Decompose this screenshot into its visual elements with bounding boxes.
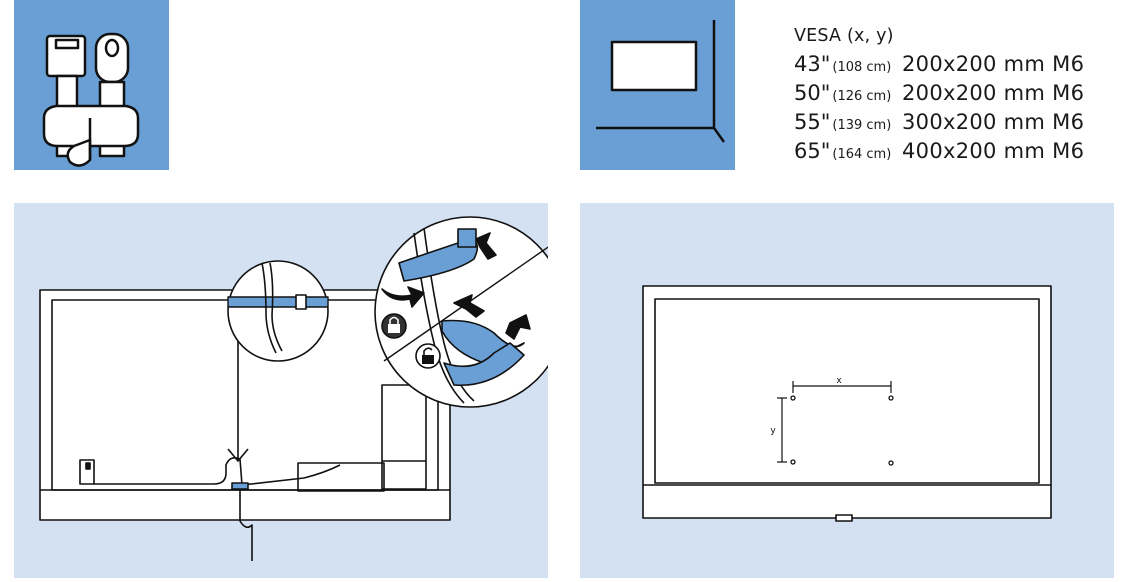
vesa-row: 55"(139 cm) 300x200 mm M6 [794, 108, 1124, 137]
vesa-screen-cm: (108 cm) [832, 60, 892, 75]
vesa-spec: 400x200 mm M6 [902, 139, 1085, 163]
vesa-dimension-panel: x y [580, 203, 1114, 578]
vesa-title: VESA (x, y) [794, 26, 894, 46]
mount-hole [888, 460, 894, 466]
y-dimension-label: y [770, 426, 776, 436]
mount-hole [790, 395, 796, 401]
electronics-box [381, 384, 427, 490]
cable-bundle-icon [42, 32, 140, 167]
vesa-spec: 300x200 mm M6 [902, 110, 1085, 134]
tv-cable-routing-diagram [39, 216, 548, 561]
tv-back-inner [654, 298, 1040, 484]
tv-back-outline [642, 285, 1052, 519]
wall-mount-icon [596, 20, 726, 143]
vesa-screen-size: 43" [794, 52, 831, 76]
vesa-screen-cm: (139 cm) [832, 118, 892, 133]
vesa-screen-cm: (126 cm) [832, 89, 892, 104]
vesa-row: 43"(108 cm) 200x200 mm M6 [794, 50, 1124, 79]
mount-hole [888, 395, 894, 401]
zoom-detail-circle [227, 260, 329, 362]
mount-hole [790, 459, 796, 465]
vesa-spec-table: VESA (x, y) 43"(108 cm) 200x200 mm M6 50"… [794, 22, 1124, 166]
vesa-wall-panel [580, 0, 735, 170]
cable-bundle-panel [14, 0, 169, 170]
x-dimension-label: x [836, 376, 842, 386]
vesa-row: 65"(164 cm) 400x200 mm M6 [794, 137, 1124, 166]
vesa-screen-size: 55" [794, 110, 831, 134]
cable-routing-panel [14, 203, 548, 578]
vesa-dimension-diagram: x y [642, 285, 1052, 522]
vesa-spec: 200x200 mm M6 [902, 52, 1085, 76]
vesa-screen-size: 65" [794, 139, 831, 163]
vesa-row: 50"(126 cm) 200x200 mm M6 [794, 79, 1124, 108]
vesa-screen-cm: (164 cm) [832, 147, 892, 162]
vesa-screen-size: 50" [794, 81, 831, 105]
power-port [79, 459, 95, 485]
vesa-spec: 200x200 mm M6 [902, 81, 1085, 105]
